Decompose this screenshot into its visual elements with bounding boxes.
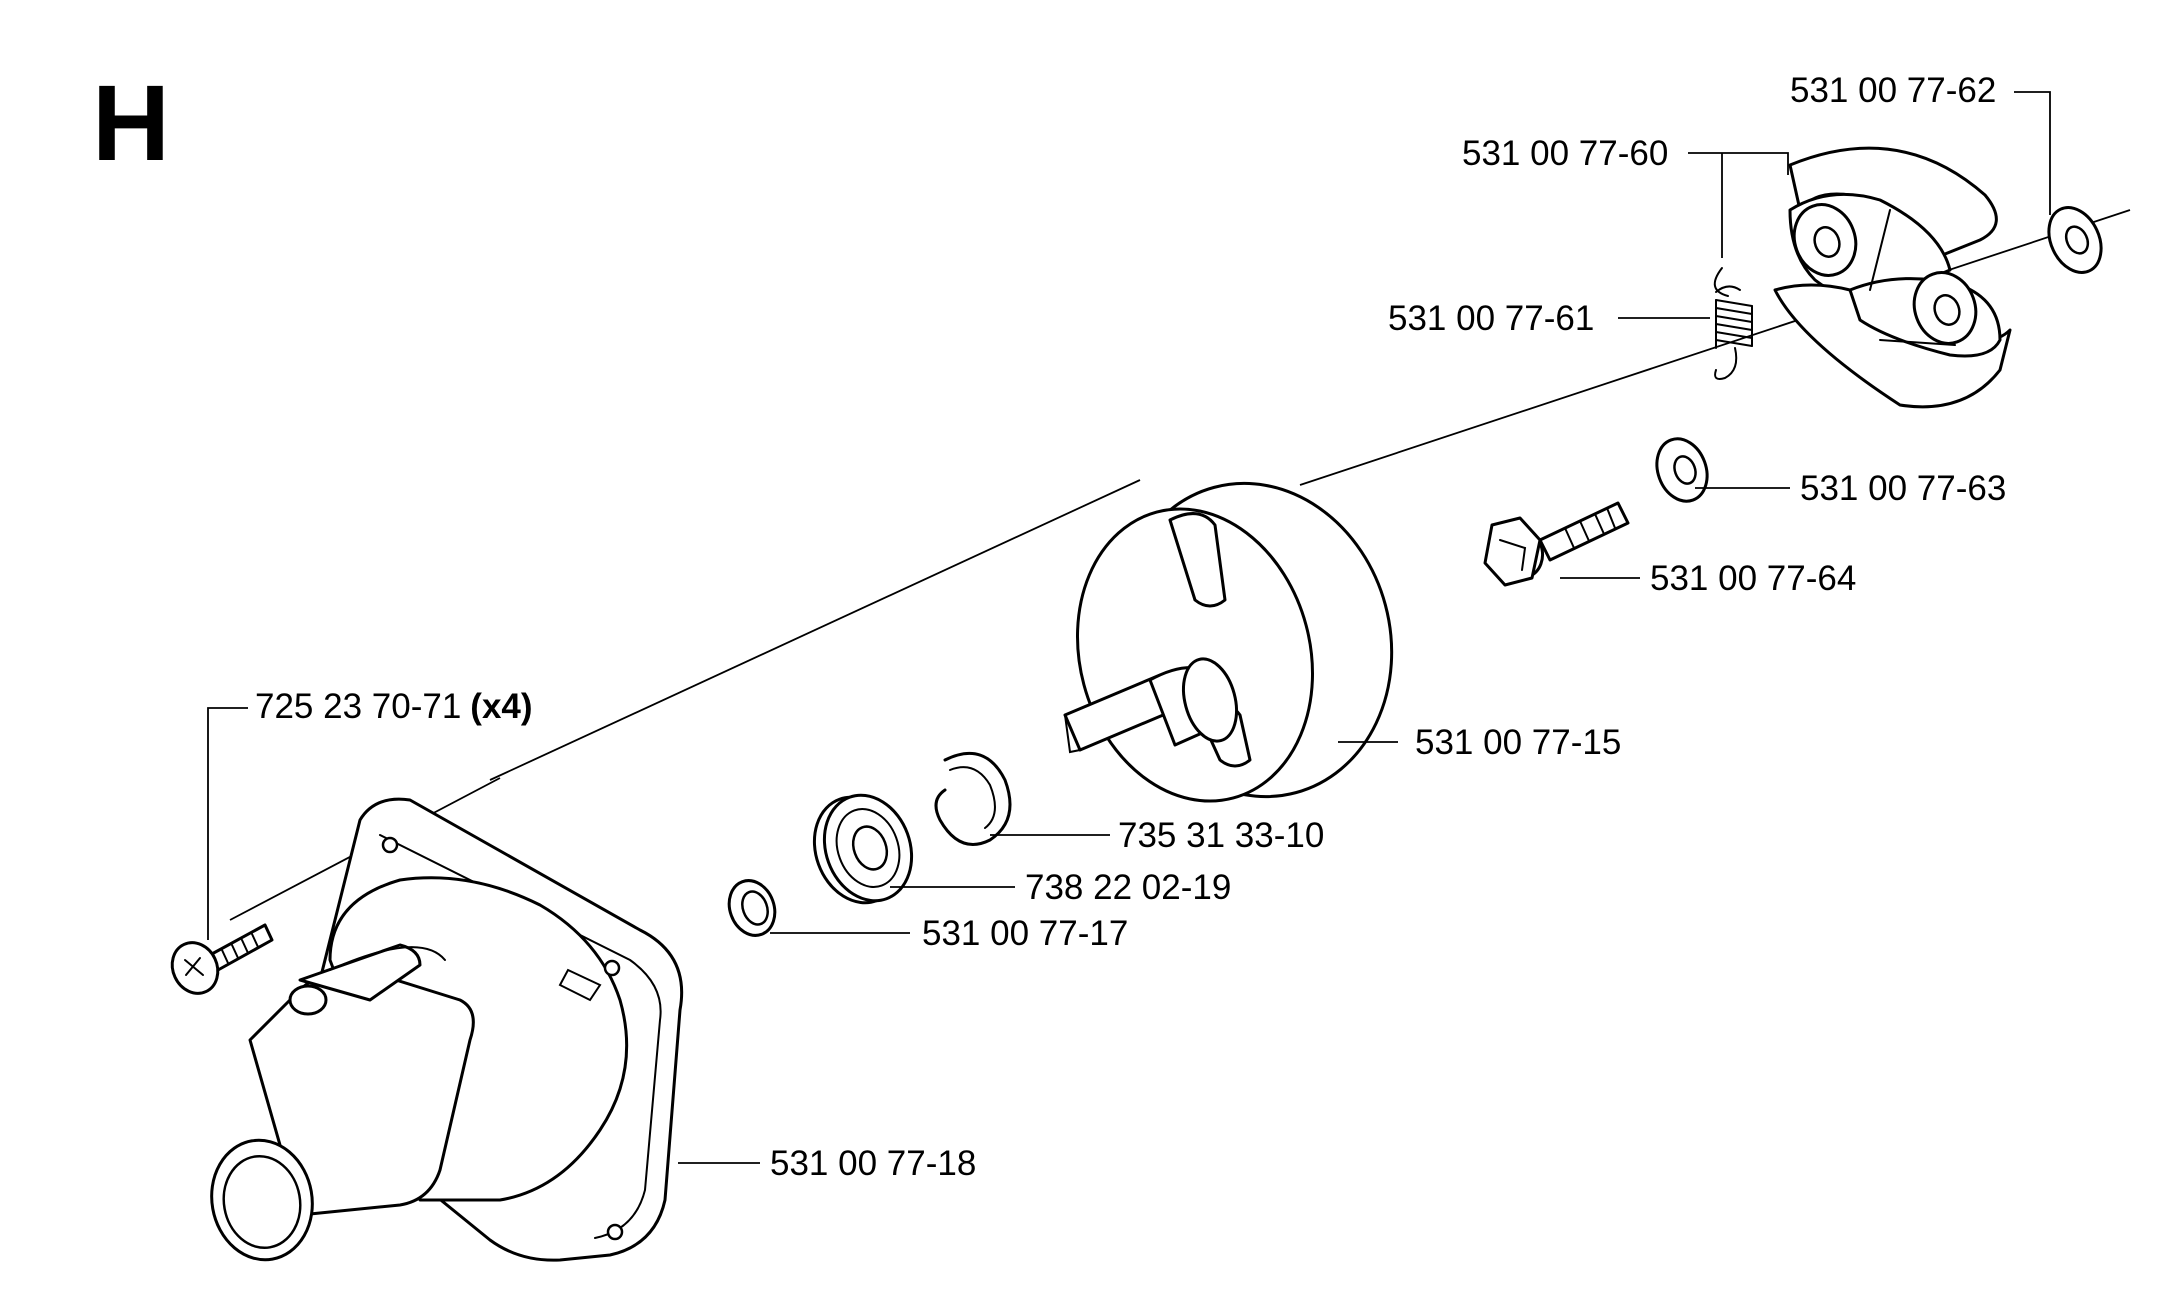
part-label-531-00-77-15: 531 00 77-15: [1415, 723, 1621, 762]
part-label-725-23-70-71: 725 23 70-71(x4): [255, 687, 533, 726]
part-label-738-22-02-19: 738 22 02-19: [1025, 868, 1231, 907]
gear-housing: [210, 797, 684, 1262]
part-number-725-23-70-71: 725 23 70-71: [255, 687, 461, 726]
ball-bearing: [812, 793, 914, 905]
section-letter: H: [92, 62, 170, 183]
clutch-drum: [1063, 481, 1394, 803]
clutch-shoes: [1773, 146, 2012, 409]
part-label-531-00-77-63: 531 00 77-63: [1800, 469, 2006, 508]
flat-washer: [1655, 437, 1709, 503]
part-labels: 531 00 77-62 531 00 77-60 531 00 77-61 5…: [255, 71, 2006, 1183]
part-label-531-00-77-61: 531 00 77-61: [1388, 299, 1594, 338]
circlip: [934, 751, 1012, 846]
part-label-735-31-33-10: 735 31 33-10: [1118, 816, 1324, 855]
part-label-531-00-77-60: 531 00 77-60: [1462, 134, 1668, 173]
leader-lines: [207, 91, 2051, 1164]
part-label-531-00-77-64: 531 00 77-64: [1650, 559, 1856, 598]
part-label-531-00-77-17: 531 00 77-17: [922, 914, 1128, 953]
thrust-washer: [2047, 206, 2103, 274]
retaining-ring: [727, 879, 777, 937]
flange-bolt: [1483, 501, 1630, 587]
clutch-spring: [1713, 267, 1753, 380]
part-label-531-00-77-18: 531 00 77-18: [770, 1144, 976, 1183]
part-quantity: (x4): [470, 687, 532, 726]
part-label-531-00-77-62: 531 00 77-62: [1790, 71, 1996, 110]
housing-screw: [170, 923, 274, 995]
